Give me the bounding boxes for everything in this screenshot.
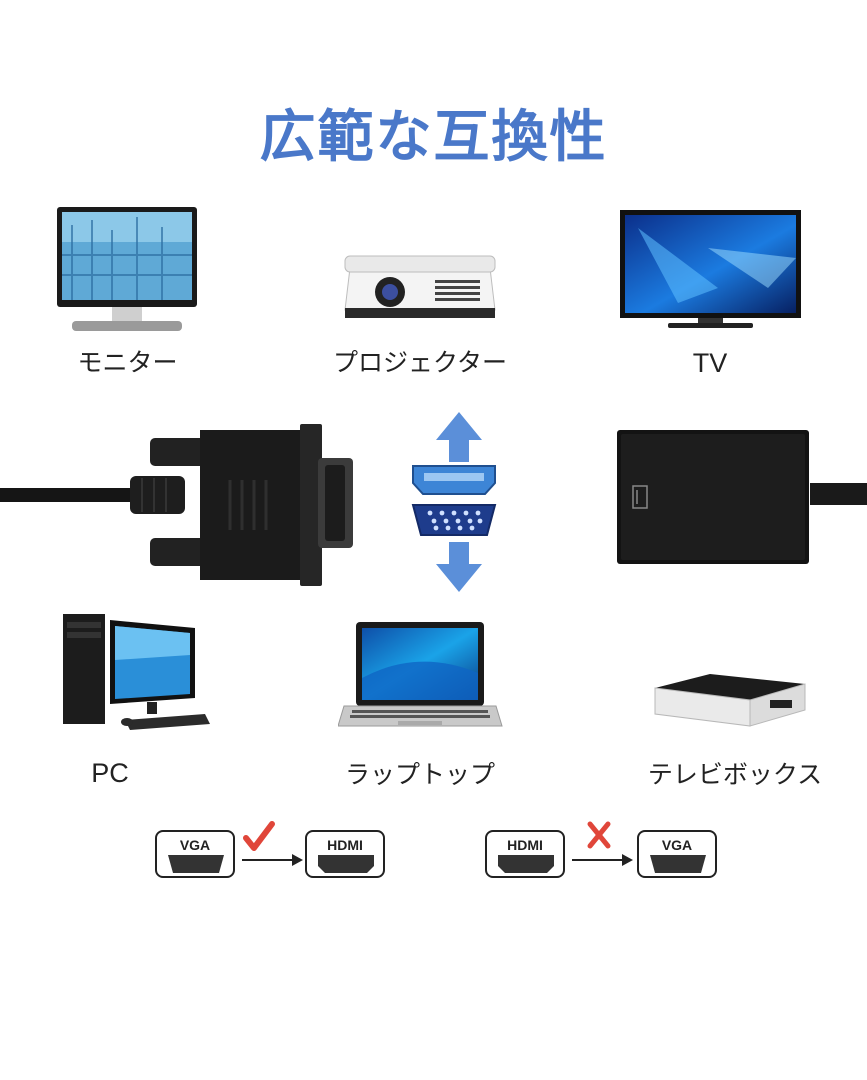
label-projector: プロジェクター xyxy=(332,348,507,377)
hdmi-port-icon xyxy=(318,855,374,873)
vga-target-label: VGA xyxy=(661,837,693,853)
tvbox-image xyxy=(654,674,806,727)
label-laptop: ラップトップ xyxy=(344,760,495,789)
check-arrow xyxy=(242,821,303,866)
vga-port-icon xyxy=(411,504,497,536)
arrow-up-icon xyxy=(436,412,482,462)
laptop-image xyxy=(338,622,503,727)
hdmi-port-icon xyxy=(498,855,554,873)
label-tvbox: テレビボックス xyxy=(647,760,823,789)
hdmi-source-label: HDMI xyxy=(507,837,543,853)
hdmi-target-label: HDMI xyxy=(327,837,363,853)
vga-port-icon xyxy=(168,855,224,873)
projector-image xyxy=(344,255,496,318)
page-title: 広範な互換性 xyxy=(259,105,608,170)
vga-source-box: VGA xyxy=(155,830,235,878)
cross-arrow xyxy=(572,821,633,866)
vga-source-label: VGA xyxy=(179,837,211,853)
label-monitor: モニター xyxy=(77,348,178,377)
label-pc: PC xyxy=(91,758,129,788)
hdmi-source-box: HDMI xyxy=(485,830,565,878)
adapter-box-image xyxy=(617,430,867,564)
check-icon xyxy=(243,821,275,851)
tv-image xyxy=(620,210,801,328)
arrow-down-icon xyxy=(436,542,482,592)
label-tv: TV xyxy=(692,348,728,378)
hdmi-target-box: HDMI xyxy=(305,830,385,878)
vga-port-icon xyxy=(650,855,706,873)
monitor-image xyxy=(57,207,197,331)
pc-image xyxy=(63,614,210,730)
vga-target-box: VGA xyxy=(637,830,717,878)
cross-icon xyxy=(587,821,611,849)
vga-connector-image xyxy=(0,424,353,586)
hdmi-port-icon xyxy=(412,465,496,495)
